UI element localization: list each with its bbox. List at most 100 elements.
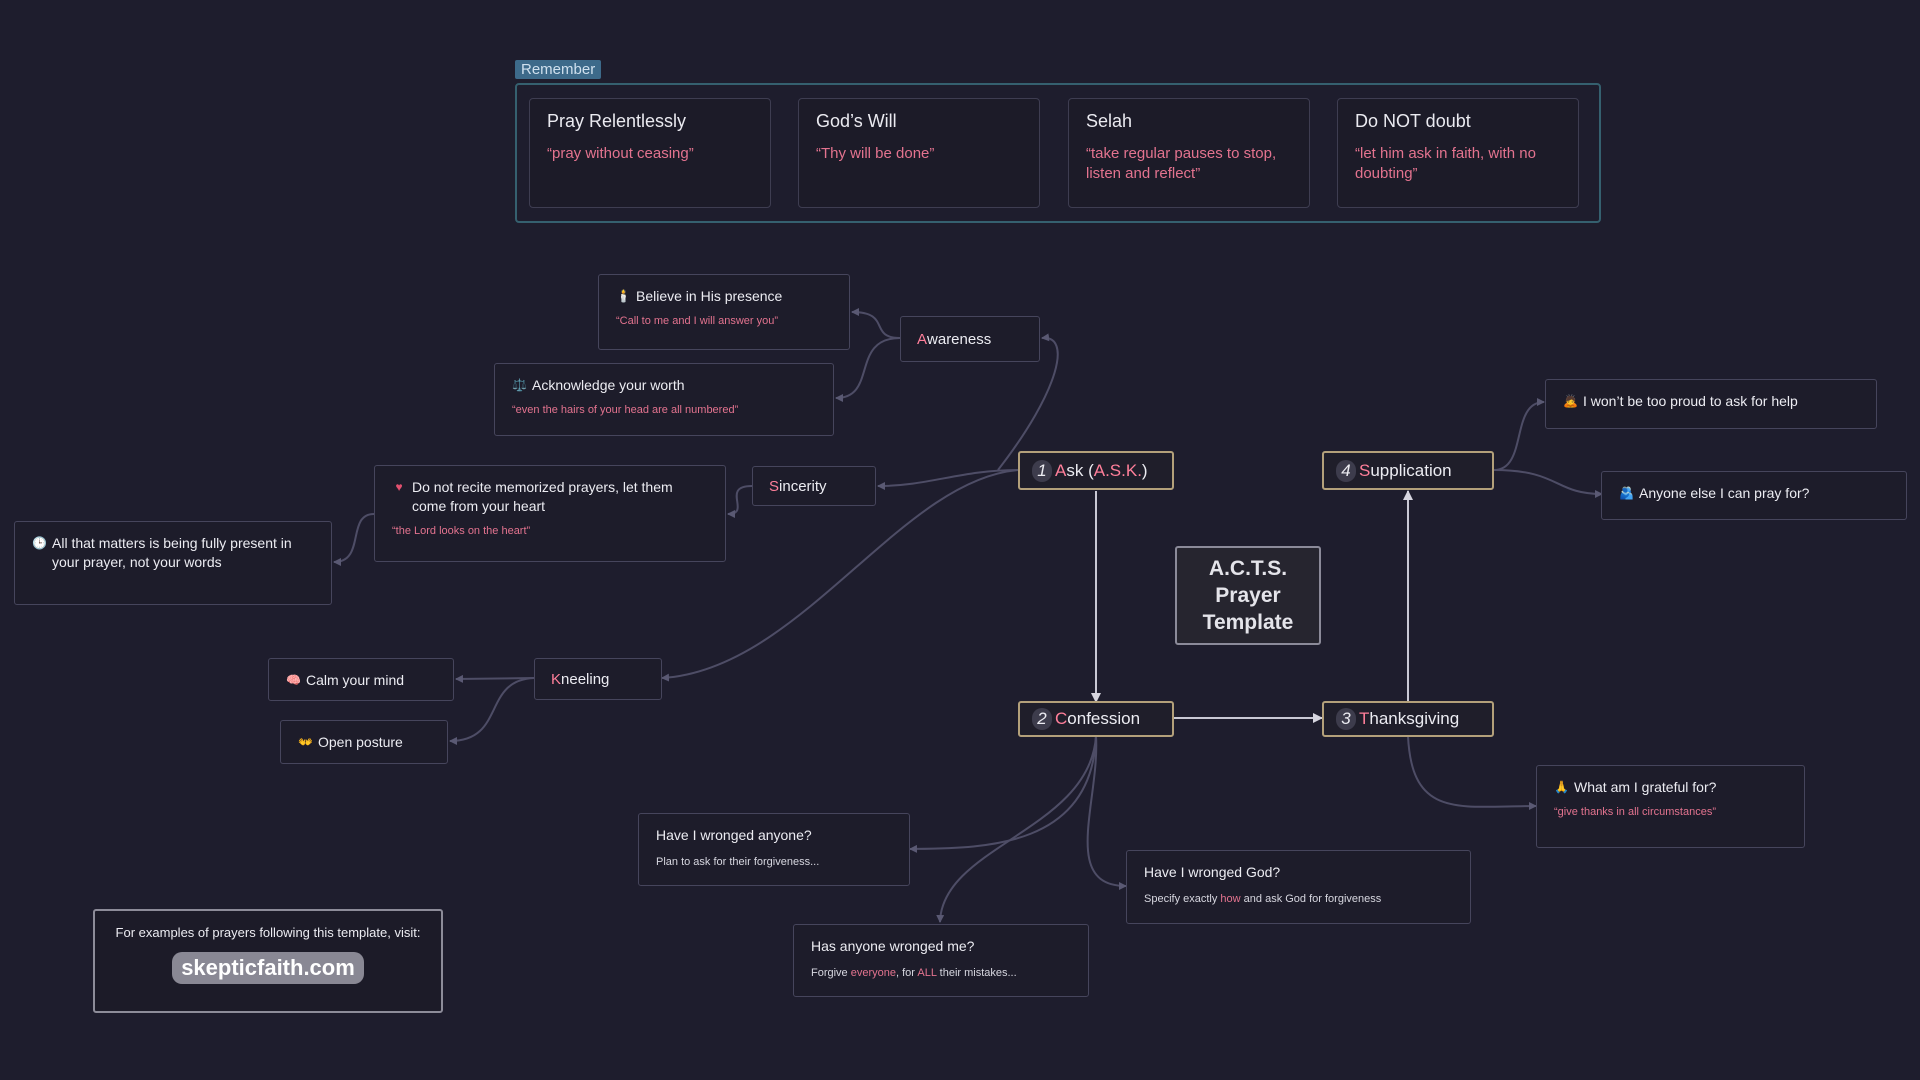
note-quote: “the Lord looks on the heart” [392, 525, 531, 537]
edge-kneeling-posture [449, 677, 535, 745]
card-title: Selah [1086, 111, 1133, 131]
step-number: 3 [1336, 708, 1356, 730]
note-title: Believe in His presence [636, 288, 783, 304]
note-subtext: Plan to ask for their forgiveness... [656, 856, 820, 868]
edge-confession-wronged-god [1086, 735, 1127, 890]
step-label: sk ( [1066, 460, 1094, 480]
subtext-part: Forgive [811, 967, 851, 979]
branch-label: incerity [779, 477, 827, 495]
website-link[interactable]: skepticfaith.com [172, 952, 364, 984]
edge-supplication-proud [1493, 398, 1545, 471]
footer-text: For examples of prayers following this t… [115, 925, 421, 940]
subtext-part: and ask God for forgiveness [1240, 893, 1382, 905]
card-quote: “pray without ceasing” [547, 145, 694, 162]
scales-icon: ⚖️ [512, 378, 527, 392]
note-title: What am I grateful for? [1574, 779, 1717, 795]
step-number: 4 [1336, 459, 1356, 482]
step-number: 2 [1032, 708, 1052, 730]
note-title: I won’t be too proud to ask for help [1583, 393, 1798, 409]
note-quote: “even the hairs of your head are all num… [512, 404, 739, 416]
step-initial: C [1055, 709, 1068, 728]
open-hands-icon: 👐 [298, 735, 313, 749]
remember-card-do-not-doubt[interactable]: Do NOT doubt “let him ask in faith, with… [1337, 98, 1579, 208]
card-quote: “take regular pauses to stop, listen and… [1086, 145, 1277, 182]
note-believe[interactable]: 🕯️ Believe in His presence “Call to me an… [598, 274, 850, 350]
edge-ask-sincerity [877, 469, 1019, 490]
subtext-part: their mistakes... [936, 967, 1017, 979]
remember-card-gods-will[interactable]: God’s Will “Thy will be done” [798, 98, 1040, 208]
edge-thanksgiving-grateful [1407, 735, 1537, 811]
step-label-close: ) [1141, 460, 1148, 480]
step-initial: A [1055, 460, 1067, 480]
branch-label: neeling [561, 670, 610, 688]
candle-icon: 🕯️ [616, 289, 631, 303]
card-title: Do NOT doubt [1355, 111, 1471, 131]
subtext-emphasis: ALL [917, 967, 937, 979]
clock-icon: 🕒 [32, 536, 47, 550]
card-quote: “Thy will be done” [816, 145, 935, 162]
note-posture[interactable]: 👐 Open posture [280, 720, 448, 764]
note-calm[interactable]: 🧠 Calm your mind [268, 658, 454, 701]
step-number: 1 [1032, 459, 1052, 482]
note-title: Calm your mind [306, 672, 405, 688]
subtext-emphasis: everyone [850, 967, 897, 979]
edge-confession-wronged-anyone [909, 735, 1097, 853]
branch-label: wareness [927, 330, 992, 348]
person-bowing-icon: 🙇 [1563, 394, 1578, 408]
branch-initial: S [769, 477, 780, 495]
people-hugging-icon: 🫂 [1619, 486, 1634, 500]
note-wronged-me[interactable]: Has anyone wronged me? Forgive everyone,… [793, 924, 1089, 997]
footer-card: For examples of prayers following this t… [93, 909, 443, 1013]
remember-group-label: Remember [515, 60, 602, 79]
edge-awareness-believe [851, 308, 901, 339]
remember-group [515, 83, 1601, 223]
note-title: Anyone else I can pray for? [1639, 485, 1810, 501]
note-title: All that matters is being fully present … [52, 535, 292, 570]
edge-heart-present [333, 513, 375, 566]
card-quote: “let him ask in faith, with no doubting” [1355, 145, 1536, 182]
step-initial: T [1359, 709, 1370, 728]
remember-card-selah[interactable]: Selah “take regular pauses to stop, list… [1068, 98, 1310, 208]
note-wronged-god[interactable]: Have I wronged God? Specify exactly how … [1126, 850, 1471, 924]
note-heart[interactable]: ♥Do not recite memorized prayers, let th… [374, 465, 726, 562]
note-worth[interactable]: ⚖️ Acknowledge your worth “even the hairs… [494, 363, 834, 436]
note-grateful[interactable]: 🙏 What am I grateful for? “give thanks in… [1536, 765, 1805, 848]
branch-initial: A [917, 330, 928, 348]
note-title: Have I wronged God? [1144, 864, 1281, 880]
note-wronged-anyone[interactable]: Have I wronged anyone? Plan to ask for t… [638, 813, 910, 886]
note-title: Open posture [318, 734, 403, 750]
brain-icon: 🧠 [286, 673, 301, 687]
note-title: Have I wronged anyone? [656, 827, 812, 843]
edge-sincerity-heart [727, 485, 753, 518]
note-pray-for[interactable]: 🫂 Anyone else I can pray for? [1601, 471, 1907, 520]
note-present[interactable]: 🕒 All that matters is being fully present… [14, 521, 332, 605]
note-proud[interactable]: 🙇 I won’t be too proud to ask for help [1545, 379, 1877, 429]
heart-icon: ♥ [395, 480, 403, 494]
step-label: hanksgiving [1369, 709, 1460, 728]
remember-card-pray-relentlessly[interactable]: Pray Relentlessly “pray without ceasing” [529, 98, 771, 208]
note-title: Acknowledge your worth [532, 377, 685, 393]
diagram-title[interactable]: A.C.T.S. Prayer Template [1175, 546, 1321, 645]
step-label: upplication [1370, 460, 1452, 480]
card-title: God’s Will [816, 111, 897, 131]
diagram-title-text: A.C.T.S. Prayer Template [1202, 557, 1294, 634]
edge-kneeling-calm [455, 674, 535, 683]
note-quote: “give thanks in all circumstances” [1554, 806, 1717, 818]
step-acronym: A.S.K. [1093, 460, 1142, 480]
note-quote: “Call to me and I will answer you” [616, 315, 779, 327]
edge-supplication-prayfor [1493, 469, 1603, 498]
note-subtext: Specify exactly how and ask God for forg… [1144, 893, 1453, 905]
subtext-part: Specify exactly [1144, 893, 1221, 905]
note-subtext: Forgive everyone, for ALL their mistakes… [811, 967, 1071, 979]
praying-person-icon: 🙏 [1554, 780, 1569, 794]
branch-initial: K [551, 670, 562, 688]
subtext-part: , for [896, 967, 918, 979]
step-label: onfession [1067, 709, 1141, 728]
